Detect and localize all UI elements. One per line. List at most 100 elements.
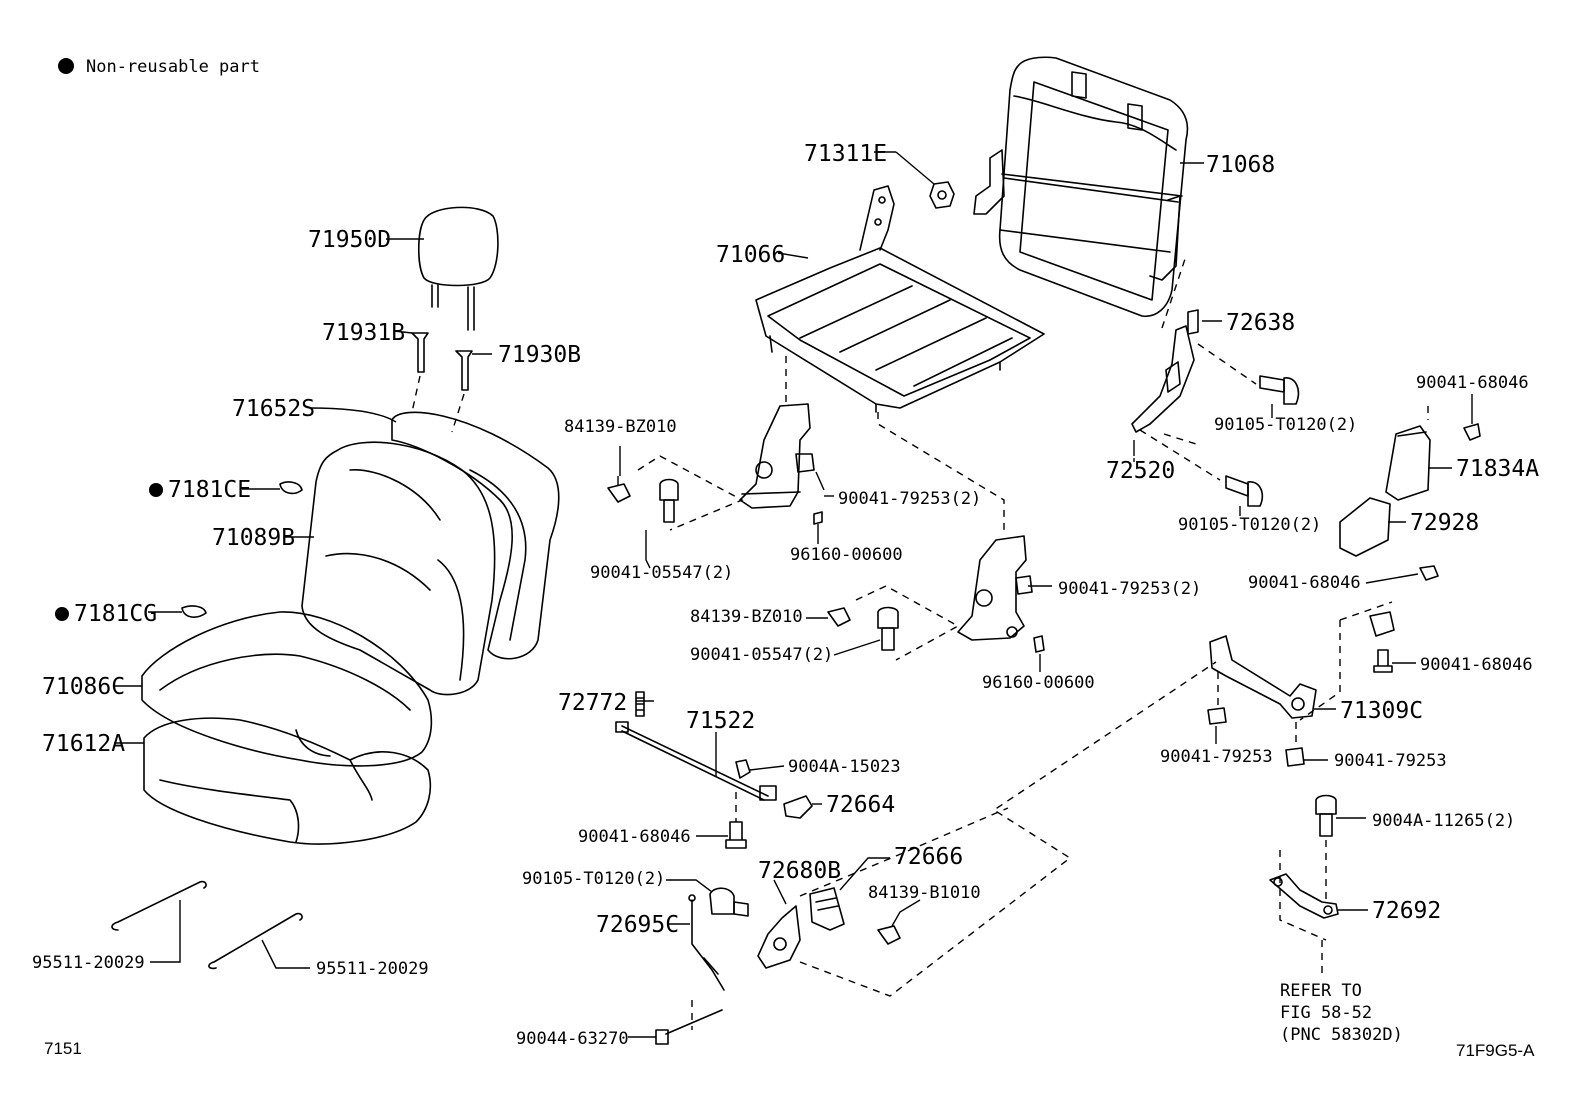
bolt-90105-b-drawing — [1225, 475, 1264, 516]
label-71931B[interactable]: 71931B — [322, 320, 405, 346]
label-90105-T0120-b[interactable]: 90105-T0120(2) — [1178, 515, 1321, 535]
label-90044-63270[interactable]: 90044-63270 — [516, 1029, 629, 1049]
non-reusable-marker-icon — [55, 607, 69, 621]
label-96160-00600-a[interactable]: 96160-00600 — [790, 545, 903, 565]
label-90105-T0120-c[interactable]: 90105-T0120(2) — [522, 869, 665, 889]
label-71311E[interactable]: 71311E — [804, 141, 887, 167]
leg-bracket-upper-drawing — [739, 403, 811, 509]
cover-72666-drawing — [809, 887, 845, 931]
cover-71834A-drawing — [1385, 425, 1431, 501]
label-72692[interactable]: 72692 — [1372, 898, 1441, 924]
non-reusable-marker-icon — [149, 483, 163, 497]
leg-bracket-lower-drawing — [957, 535, 1027, 641]
reference-note-line-2: FIG 58-52 — [1280, 1003, 1372, 1023]
label-72680B[interactable]: 72680B — [758, 858, 841, 884]
label-90041-68046-a[interactable]: 90041-68046 — [1416, 373, 1529, 393]
screw-90041-68046-b-drawing — [1419, 565, 1439, 581]
seatback-drawing — [301, 411, 560, 696]
seat-frame-71066-drawing — [755, 185, 1045, 413]
bolt-90041-05547-lower-drawing — [877, 606, 899, 651]
pin-72638-drawing — [1187, 309, 1199, 335]
label-7181CG[interactable]: 7181CG — [74, 601, 157, 627]
label-72520[interactable]: 72520 — [1106, 458, 1175, 484]
label-71089B[interactable]: 71089B — [212, 525, 295, 551]
reference-note-line-1: REFER TO — [1280, 981, 1362, 1001]
label-7181CE[interactable]: 7181CE — [168, 477, 251, 503]
back-frame-71068-drawing — [973, 56, 1189, 317]
label-9004A-11265[interactable]: 9004A-11265(2) — [1372, 811, 1515, 831]
label-90041-79253-a[interactable]: 90041-79253(2) — [838, 489, 981, 509]
spring-72772-drawing — [635, 691, 645, 717]
headrest-drawing — [417, 206, 499, 331]
clip-96160-upper-drawing — [813, 511, 823, 525]
legend-marker-icon — [58, 58, 74, 74]
label-90105-T0120-a[interactable]: 90105-T0120(2) — [1214, 415, 1357, 435]
seat-cushion-drawing — [141, 611, 433, 767]
footer-drawing-code: 71F9G5-A — [1456, 1041, 1535, 1060]
footer-figure-code: 7151 — [44, 1039, 82, 1058]
label-72928[interactable]: 72928 — [1410, 510, 1479, 536]
label-90041-05547-a[interactable]: 90041-05547(2) — [590, 563, 733, 583]
screw-90041-68046-a-drawing — [1463, 423, 1481, 441]
label-9004A-15023[interactable]: 9004A-15023 — [788, 757, 901, 777]
label-84139-B1010[interactable]: 84139-B1010 — [868, 883, 981, 903]
nut-90041-79253-d-drawing — [1285, 747, 1305, 767]
label-95511-20029-b[interactable]: 95511-20029 — [316, 959, 429, 979]
label-71522[interactable]: 71522 — [686, 708, 755, 734]
headrest-guides-drawing — [411, 332, 473, 391]
clip-9004A-15023-drawing — [735, 759, 751, 779]
label-72666[interactable]: 72666 — [894, 844, 963, 870]
clip-90041-68046-c-drawing — [1369, 611, 1395, 673]
nut-lower-drawing — [1015, 575, 1033, 595]
bolt-90105-c-drawing — [709, 887, 749, 917]
screw-84139-lower-drawing — [827, 607, 851, 627]
reference-note-line-3: (PNC 58302D) — [1280, 1025, 1403, 1045]
rod-71522-drawing — [615, 721, 777, 801]
seat-wires-drawing — [111, 880, 303, 970]
nut-upper-drawing — [795, 453, 815, 473]
label-71950D[interactable]: 71950D — [308, 227, 391, 253]
label-84139-BZ010-b[interactable]: 84139-BZ010 — [690, 607, 803, 627]
bolt-90105-a-drawing — [1259, 375, 1300, 416]
label-90041-68046-d[interactable]: 90041-68046 — [578, 827, 691, 847]
label-95511-20029-a[interactable]: 95511-20029 — [32, 953, 145, 973]
label-72695C[interactable]: 72695C — [596, 912, 679, 938]
legend-text: Non-reusable part — [86, 57, 260, 77]
label-71068[interactable]: 71068 — [1206, 152, 1275, 178]
label-90041-05547-b[interactable]: 90041-05547(2) — [690, 645, 833, 665]
label-84139-BZ010-a[interactable]: 84139-BZ010 — [564, 417, 677, 437]
label-71652S[interactable]: 71652S — [232, 396, 315, 422]
cable-72695C-drawing — [688, 894, 725, 991]
label-72772[interactable]: 72772 — [558, 690, 627, 716]
cover-72928-drawing — [1339, 497, 1391, 557]
bracket-71309C-drawing — [1209, 635, 1317, 719]
reference-note: REFER TO FIG 58-52 (PNC 58302D) — [1280, 981, 1403, 1045]
label-90041-68046-c[interactable]: 90041-68046 — [1420, 655, 1533, 675]
label-71612A[interactable]: 71612A — [42, 731, 125, 757]
label-71309C[interactable]: 71309C — [1340, 698, 1423, 724]
brace-72692-drawing — [1269, 873, 1339, 919]
label-96160-00600-b[interactable]: 96160-00600 — [982, 673, 1095, 693]
lever-72664-drawing — [783, 795, 813, 819]
label-71086C[interactable]: 71086C — [42, 674, 125, 700]
cushion-pad-drawing — [143, 717, 432, 845]
label-71930B[interactable]: 71930B — [498, 342, 581, 368]
label-71066[interactable]: 71066 — [716, 242, 785, 268]
clip-96160-lower-drawing — [1033, 635, 1045, 653]
hinge-72520-drawing — [1131, 325, 1195, 433]
bushing-71311E-drawing — [929, 181, 955, 209]
label-72664[interactable]: 72664 — [826, 792, 895, 818]
label-90041-79253-c[interactable]: 90041-79253 — [1160, 747, 1273, 767]
label-90041-79253-d[interactable]: 90041-79253 — [1334, 751, 1447, 771]
label-72638[interactable]: 72638 — [1226, 310, 1295, 336]
label-90041-79253-b[interactable]: 90041-79253(2) — [1058, 579, 1201, 599]
nut-90041-79253-c-drawing — [1207, 707, 1227, 725]
fastener-90041-68046-lower-drawing — [725, 821, 747, 849]
label-90041-68046-b[interactable]: 90041-68046 — [1248, 573, 1361, 593]
label-71834A[interactable]: 71834A — [1456, 456, 1539, 482]
part-labels: 71950D 71931B 71930B 71652S 7181CE 71089… — [32, 141, 1539, 1049]
screw-84139-B1010-drawing — [877, 925, 901, 945]
tie-90044-63270-drawing — [655, 1009, 723, 1045]
